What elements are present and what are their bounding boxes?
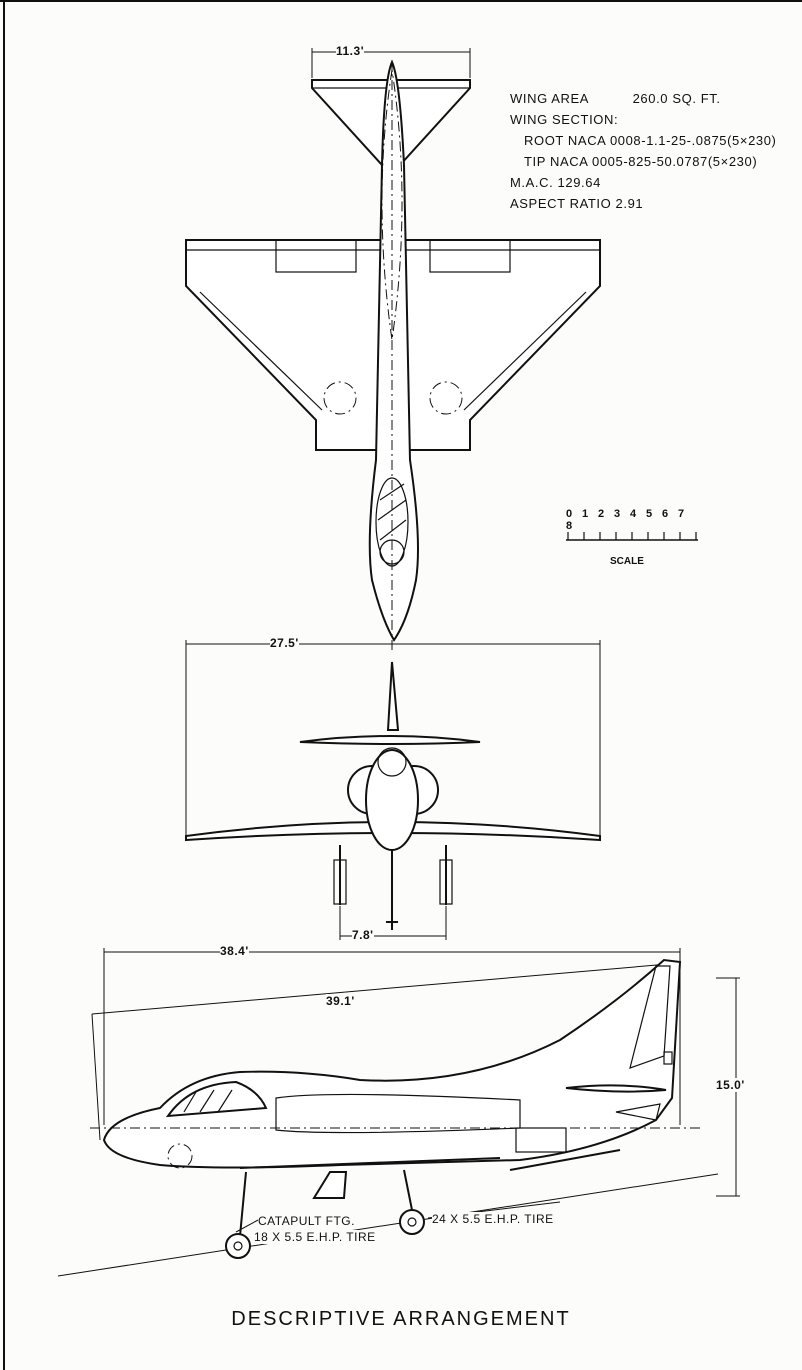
tip-section: TIP NACA 0005-825-50.0787(5×230) (524, 154, 758, 169)
main-gear-left (333, 859, 347, 905)
fuselage-front (365, 749, 419, 851)
scale-tick: 3 (614, 508, 621, 520)
nose-tire (225, 1233, 251, 1259)
wing-area-value: 260.0 SQ. FT. (632, 91, 721, 106)
root-section: ROOT NACA 0008-1.1-25-.0875(5×230) (524, 133, 777, 148)
top-view (185, 48, 601, 650)
scale-tick: 2 (598, 508, 605, 520)
aspect-ratio: ASPECT RATIO 2.91 (510, 196, 644, 211)
catapult-callout: CATAPULT FTG. (258, 1214, 355, 1228)
scale-tick: 7 (678, 508, 685, 520)
vertical-fin-front (386, 661, 400, 731)
gear-track-label: 7.8' (352, 928, 374, 942)
wheel-well-right (429, 381, 463, 415)
fuselage-top (368, 59, 419, 642)
main-tire (399, 1209, 425, 1235)
vertical-fin-side (629, 965, 671, 1069)
fuselage-side (102, 958, 682, 1169)
flap-left (275, 239, 357, 273)
scale-tick: 1 (582, 508, 589, 520)
stabilizer-front (299, 735, 481, 745)
ground-line (57, 1173, 719, 1277)
length-ref-label: 39.1' (326, 994, 355, 1008)
scale-tick: 4 (630, 508, 637, 520)
canopy-side (165, 1080, 268, 1118)
scale-label: SCALE (610, 556, 644, 567)
canopy-top (375, 477, 409, 567)
scale-tick: 8 (566, 520, 573, 532)
wing-area-row: WING AREA 260.0 SQ. FT. (510, 88, 776, 109)
wing-section-label: WING SECTION: (510, 112, 619, 127)
front-view (185, 640, 601, 940)
length-overall-label: 38.4' (220, 944, 249, 958)
height-label: 15.0' (716, 1078, 745, 1092)
main-gear-side (403, 1169, 413, 1211)
side-view (57, 948, 740, 1277)
drawing-title: DESCRIPTIVE ARRANGEMENT (231, 1308, 571, 1330)
wheel-well-left (323, 381, 357, 415)
main-tire-callout: 24 X 5.5 E.H.P. TIRE (432, 1212, 554, 1226)
tail-hook (509, 1149, 621, 1171)
scale-ruler (566, 532, 698, 541)
flap-right (429, 239, 511, 273)
specifications-block: WING AREA 260.0 SQ. FT. WING SECTION: RO… (510, 88, 776, 214)
mac-value: M.A.C. 129.64 (510, 175, 601, 190)
scale-tick: 6 (662, 508, 669, 520)
tail-span-label: 11.3' (336, 44, 365, 58)
nose-tire-callout: 18 X 5.5 E.H.P. TIRE (254, 1230, 376, 1244)
main-gear-right (439, 859, 453, 905)
stabilizer-side (565, 1084, 667, 1093)
nose-gear-side (239, 1171, 247, 1237)
wing-span-label: 27.5' (270, 636, 299, 650)
wing-area-label: WING AREA (510, 91, 589, 106)
scale-tick: 0 (566, 508, 573, 520)
scale-tick: 5 (646, 508, 653, 520)
catapult-fitting (312, 1171, 348, 1199)
